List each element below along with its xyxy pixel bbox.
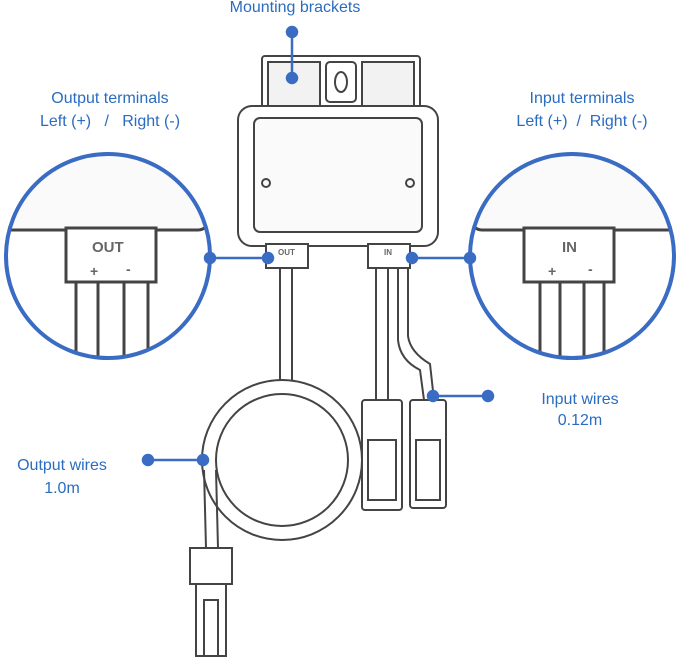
out-label-zoom: OUT	[92, 239, 124, 256]
output-terminals-title: Output terminals	[51, 90, 169, 107]
out-label-small: OUT	[278, 248, 295, 257]
in-label-zoom: IN	[562, 239, 577, 256]
output-wires-length: 1.0m	[44, 480, 80, 497]
input-wires-title: Input wires	[541, 391, 619, 408]
output-wires	[189, 268, 363, 657]
in-label-small: IN	[384, 248, 392, 257]
input-wires	[361, 268, 447, 511]
mounting-brackets	[261, 55, 421, 113]
plus-label: +	[90, 263, 98, 279]
output-terminals-sub: Left (+) / Right (-)	[39, 113, 181, 130]
input-wires-length: 0.12m	[557, 412, 603, 429]
plus-label: +	[548, 263, 556, 279]
input-terminals-sub: Left (+) / Right (-)	[516, 113, 648, 130]
minus-label: -	[588, 261, 593, 277]
minus-label: -	[126, 261, 131, 277]
output-wires-title: Output wires	[17, 457, 107, 474]
input-terminals-title: Input terminals	[529, 90, 635, 107]
mounting-brackets-label: Mounting brackets	[229, 0, 361, 16]
junction-box	[237, 105, 439, 269]
callout-lines	[141, 25, 495, 467]
